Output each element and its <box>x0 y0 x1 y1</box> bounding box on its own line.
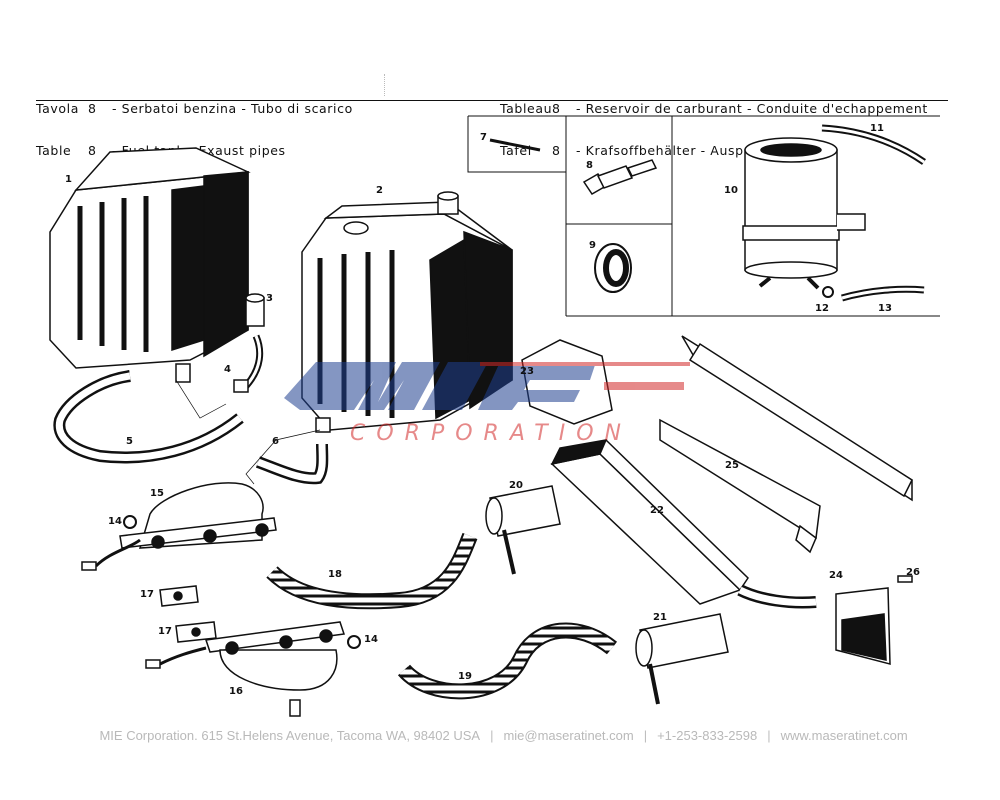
part-13-hose <box>841 285 925 302</box>
part-24-bracket-plate <box>835 587 891 665</box>
part-16-exhaust-manifold <box>145 621 345 717</box>
callout-14-lower: 14 <box>364 634 378 645</box>
part-12-clip <box>822 286 834 298</box>
part-6-pipe <box>255 443 329 485</box>
part-20-silencer <box>485 485 561 575</box>
part-11-hose <box>821 124 926 165</box>
footer-email-link[interactable]: mie@maseratinet.com <box>503 728 634 743</box>
callout-16: 16 <box>229 686 243 697</box>
callout-12: 12 <box>815 303 829 314</box>
callout-3: 3 <box>266 293 273 304</box>
callout-labels: 1 2 3 4 5 6 7 8 9 10 11 12 13 14 14 15 1… <box>65 123 920 697</box>
callout-17-upper: 17 <box>140 589 154 600</box>
reference-lines <box>175 379 321 485</box>
callout-13: 13 <box>878 303 892 314</box>
header-rule <box>36 100 948 101</box>
callout-10: 10 <box>724 185 738 196</box>
footer-address: MIE Corporation. 615 St.Helens Avenue, T… <box>99 728 481 743</box>
watermark-logo <box>284 362 690 410</box>
callout-24: 24 <box>829 570 843 581</box>
callout-14-upper: 14 <box>108 516 122 527</box>
callout-9: 9 <box>589 240 596 251</box>
part-26-screw <box>897 575 913 583</box>
title-block-french-german: Tableau8- Reservoir de carburant - Condu… <box>500 74 928 172</box>
part-5-pipe <box>53 370 244 464</box>
header-divider <box>384 74 386 96</box>
part-7-pin <box>489 138 541 152</box>
watermark-text: CORPORATION <box>350 421 632 446</box>
callout-19: 19 <box>458 671 472 682</box>
part-14-nut-lower <box>347 635 361 649</box>
part-17-gasket-lower <box>175 621 217 643</box>
footer-phone: +1-253-833-2598 <box>657 728 758 743</box>
part-15-exhaust-manifold <box>81 482 277 571</box>
part-14-nut-upper <box>123 515 137 529</box>
part-1-fuel-tank <box>49 147 251 383</box>
part-22-main-silencer <box>550 438 817 609</box>
part-4-connector-pipe <box>233 334 264 393</box>
callout-18: 18 <box>328 569 342 580</box>
footer-contact: MIE Corporation. 615 St.Helens Avenue, T… <box>99 728 908 743</box>
callout-17-lower: 17 <box>158 626 172 637</box>
callout-11: 11 <box>870 123 884 134</box>
part-8-fitting <box>582 159 658 195</box>
callout-4: 4 <box>224 364 231 375</box>
part-19-flex-pipe <box>397 622 618 700</box>
part-10-filter-canister <box>742 137 866 290</box>
inset-frame <box>467 115 940 317</box>
callout-20: 20 <box>509 480 523 491</box>
part-17-gasket-upper <box>159 585 199 607</box>
title-line-french: Tableau8- Reservoir de carburant - Condu… <box>500 101 928 116</box>
part-18-flex-pipe <box>266 532 478 610</box>
part-3-filler-neck <box>245 293 265 327</box>
part-9-ring <box>594 243 632 293</box>
callout-23: 23 <box>520 366 534 377</box>
callout-6: 6 <box>272 436 279 447</box>
callout-5: 5 <box>126 436 133 447</box>
callout-8: 8 <box>586 160 593 171</box>
callout-15: 15 <box>150 488 164 499</box>
callout-1: 1 <box>65 174 72 185</box>
callout-21: 21 <box>653 612 667 623</box>
part-25-support-bracket <box>659 335 913 554</box>
part-23-heat-shield <box>521 339 613 425</box>
callout-26: 26 <box>906 567 920 578</box>
footer-website-link[interactable]: www.maseratinet.com <box>780 728 908 743</box>
callout-25: 25 <box>725 460 739 471</box>
part-21-silencer <box>635 613 729 705</box>
callout-22: 22 <box>650 505 664 516</box>
callout-2: 2 <box>376 185 383 196</box>
callout-7: 7 <box>480 132 487 143</box>
